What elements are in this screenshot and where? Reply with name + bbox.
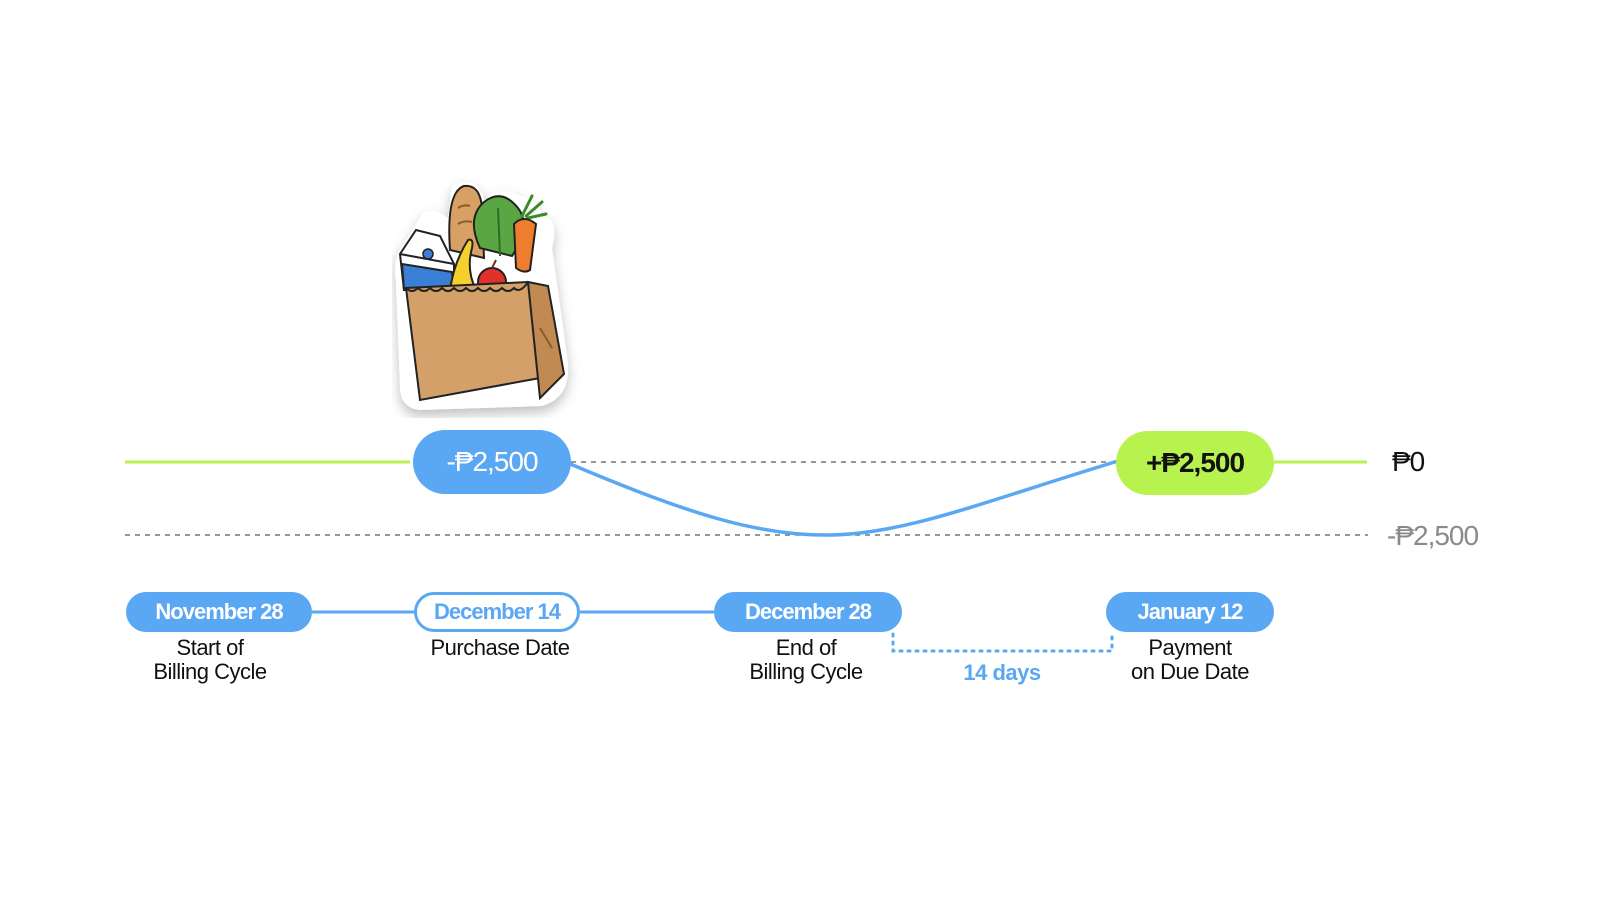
banana	[448, 238, 478, 291]
caption-due-date: Payment on Due Date	[1130, 635, 1250, 684]
payment-amount-badge: +₱2,500	[1116, 431, 1274, 495]
zero-balance-label: ₱0	[1392, 446, 1425, 477]
date-pill-billing-start: November 28	[126, 592, 312, 632]
caption-billing-start: Start of Billing Cycle	[153, 635, 267, 684]
carrot	[512, 194, 548, 273]
paper-bag	[404, 280, 566, 402]
date-pill-due-date: January 12	[1106, 592, 1274, 632]
date-pill-purchase: December 14	[414, 592, 580, 632]
grocery-bag-icon	[395, 182, 569, 410]
negative-balance-label: -₱2,500	[1387, 520, 1479, 551]
purchase-amount-badge: -₱2,500	[413, 430, 571, 494]
caption-purchase: Purchase Date	[430, 635, 570, 660]
date-pill-billing-end: December 28	[714, 592, 902, 632]
grace-period-bracket	[891, 632, 1114, 653]
caption-billing-end: End of Billing Cycle	[749, 635, 863, 684]
balance-curve	[567, 459, 1119, 537]
milk-carton	[398, 228, 456, 291]
grace-period-label: 14 days	[963, 660, 1041, 685]
